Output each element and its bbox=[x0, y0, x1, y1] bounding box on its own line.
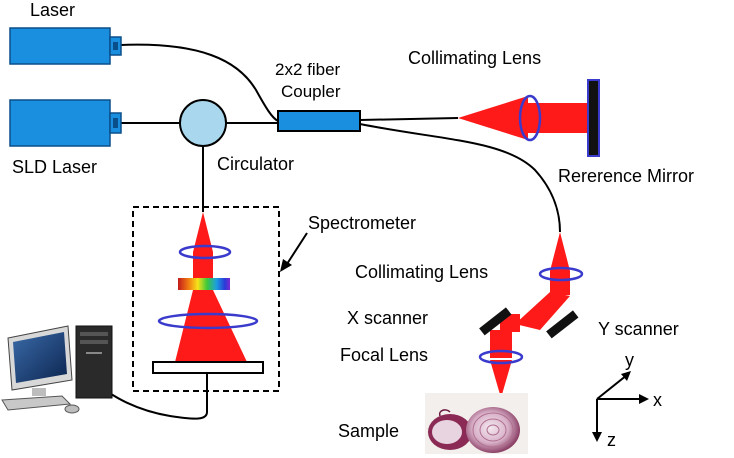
spectrometer-beam-middle bbox=[193, 252, 213, 282]
coordinate-axes bbox=[592, 371, 649, 442]
focal-lens-label: Focal Lens bbox=[340, 345, 428, 365]
y-scanner-mirror bbox=[546, 310, 579, 339]
cable-spectrometer-to-computer bbox=[107, 373, 208, 420]
sample-arm-beam-vertical bbox=[550, 271, 570, 295]
collimating-lens-sample bbox=[538, 266, 584, 282]
laser-source bbox=[9, 27, 122, 65]
fiber-laser-to-coupler bbox=[120, 43, 279, 122]
fiber-coupler-to-sample-arm bbox=[359, 123, 561, 233]
spectrometer-lens-upper bbox=[178, 244, 232, 260]
sample-label: Sample bbox=[338, 421, 399, 441]
sample-arm-beam-cone bbox=[550, 232, 570, 271]
focal-beam-cone bbox=[490, 360, 512, 398]
reference-beam bbox=[528, 103, 590, 133]
spectrometer-pointer-arrowhead bbox=[280, 259, 292, 272]
reference-mirror bbox=[587, 79, 600, 157]
reference-beam-cone bbox=[458, 96, 528, 140]
coupler-label-line1: 2x2 fiber bbox=[275, 60, 341, 79]
coupler-label-line2: Coupler bbox=[281, 82, 341, 101]
fiber-coupler-to-reference bbox=[359, 117, 459, 121]
line-camera-detector bbox=[152, 361, 264, 374]
diffraction-grating bbox=[178, 278, 230, 290]
laser-label: Laser bbox=[30, 0, 75, 20]
spectrometer-beam-bottom bbox=[175, 290, 247, 362]
sample-arm-beam-down bbox=[490, 330, 512, 358]
sample-arm-beam-diagonal bbox=[515, 292, 570, 330]
sld-laser-source bbox=[9, 99, 122, 147]
circulator-label: Circulator bbox=[217, 154, 294, 174]
sld-laser-label: SLD Laser bbox=[12, 157, 97, 177]
spectrometer-box bbox=[132, 206, 280, 392]
spectrometer-beam-top bbox=[193, 212, 213, 252]
spectrometer-label: Spectrometer bbox=[308, 213, 416, 233]
axis-z-label: z bbox=[607, 430, 616, 450]
collimating-lens-top-label: Collimating Lens bbox=[408, 48, 541, 68]
circulator bbox=[179, 99, 227, 147]
axis-y-label: y bbox=[625, 350, 634, 370]
computer bbox=[1, 325, 113, 414]
collimating-lens-reference bbox=[518, 94, 542, 142]
spectrometer-lens-lower bbox=[157, 312, 259, 330]
y-scanner-label: Y scanner bbox=[598, 319, 679, 339]
x-scanner-mirror bbox=[479, 307, 512, 336]
focal-lens bbox=[478, 349, 524, 365]
axis-x-label: x bbox=[653, 390, 662, 410]
fiber-coupler bbox=[277, 110, 361, 132]
onion-sample bbox=[425, 393, 528, 454]
reference-mirror-label: Rererence Mirror bbox=[558, 166, 694, 186]
x-scanner-label: X scanner bbox=[347, 308, 428, 328]
collimating-lens-sample-label: Collimating Lens bbox=[355, 262, 488, 282]
spectrometer-pointer-arrow bbox=[286, 232, 308, 265]
